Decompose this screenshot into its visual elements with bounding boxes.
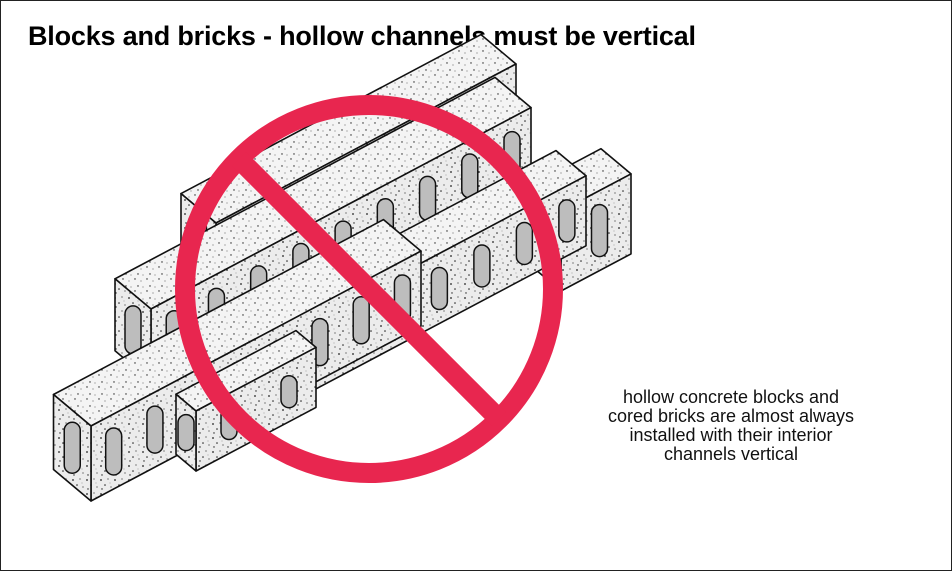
hollow-channel [177, 413, 195, 452]
hollow-channel [104, 427, 123, 476]
hollow-channel [461, 153, 479, 199]
hollow-channel [558, 199, 576, 243]
hollow-channel [146, 405, 164, 454]
hollow-channel [515, 221, 534, 266]
diagram-title: Blocks and bricks - hollow channels must… [28, 21, 696, 51]
caption-line: channels vertical [663, 444, 799, 464]
diagram-caption: hollow concrete blocks and cored bricks … [579, 388, 883, 464]
caption-line: installed with their interior [629, 425, 833, 445]
caption-line: hollow concrete blocks and [622, 387, 840, 407]
hollow-channel [280, 374, 298, 409]
caption-line: cored bricks are almost always [607, 406, 855, 426]
hollow-channel [124, 305, 142, 355]
hollow-channel [63, 421, 81, 474]
hollow-channel [352, 296, 370, 345]
prohibition-sign-icon [175, 95, 563, 483]
hollow-channel [590, 203, 609, 258]
hollow-channel [430, 266, 449, 311]
hollow-channel [418, 175, 437, 222]
hollow-channel [473, 244, 491, 288]
